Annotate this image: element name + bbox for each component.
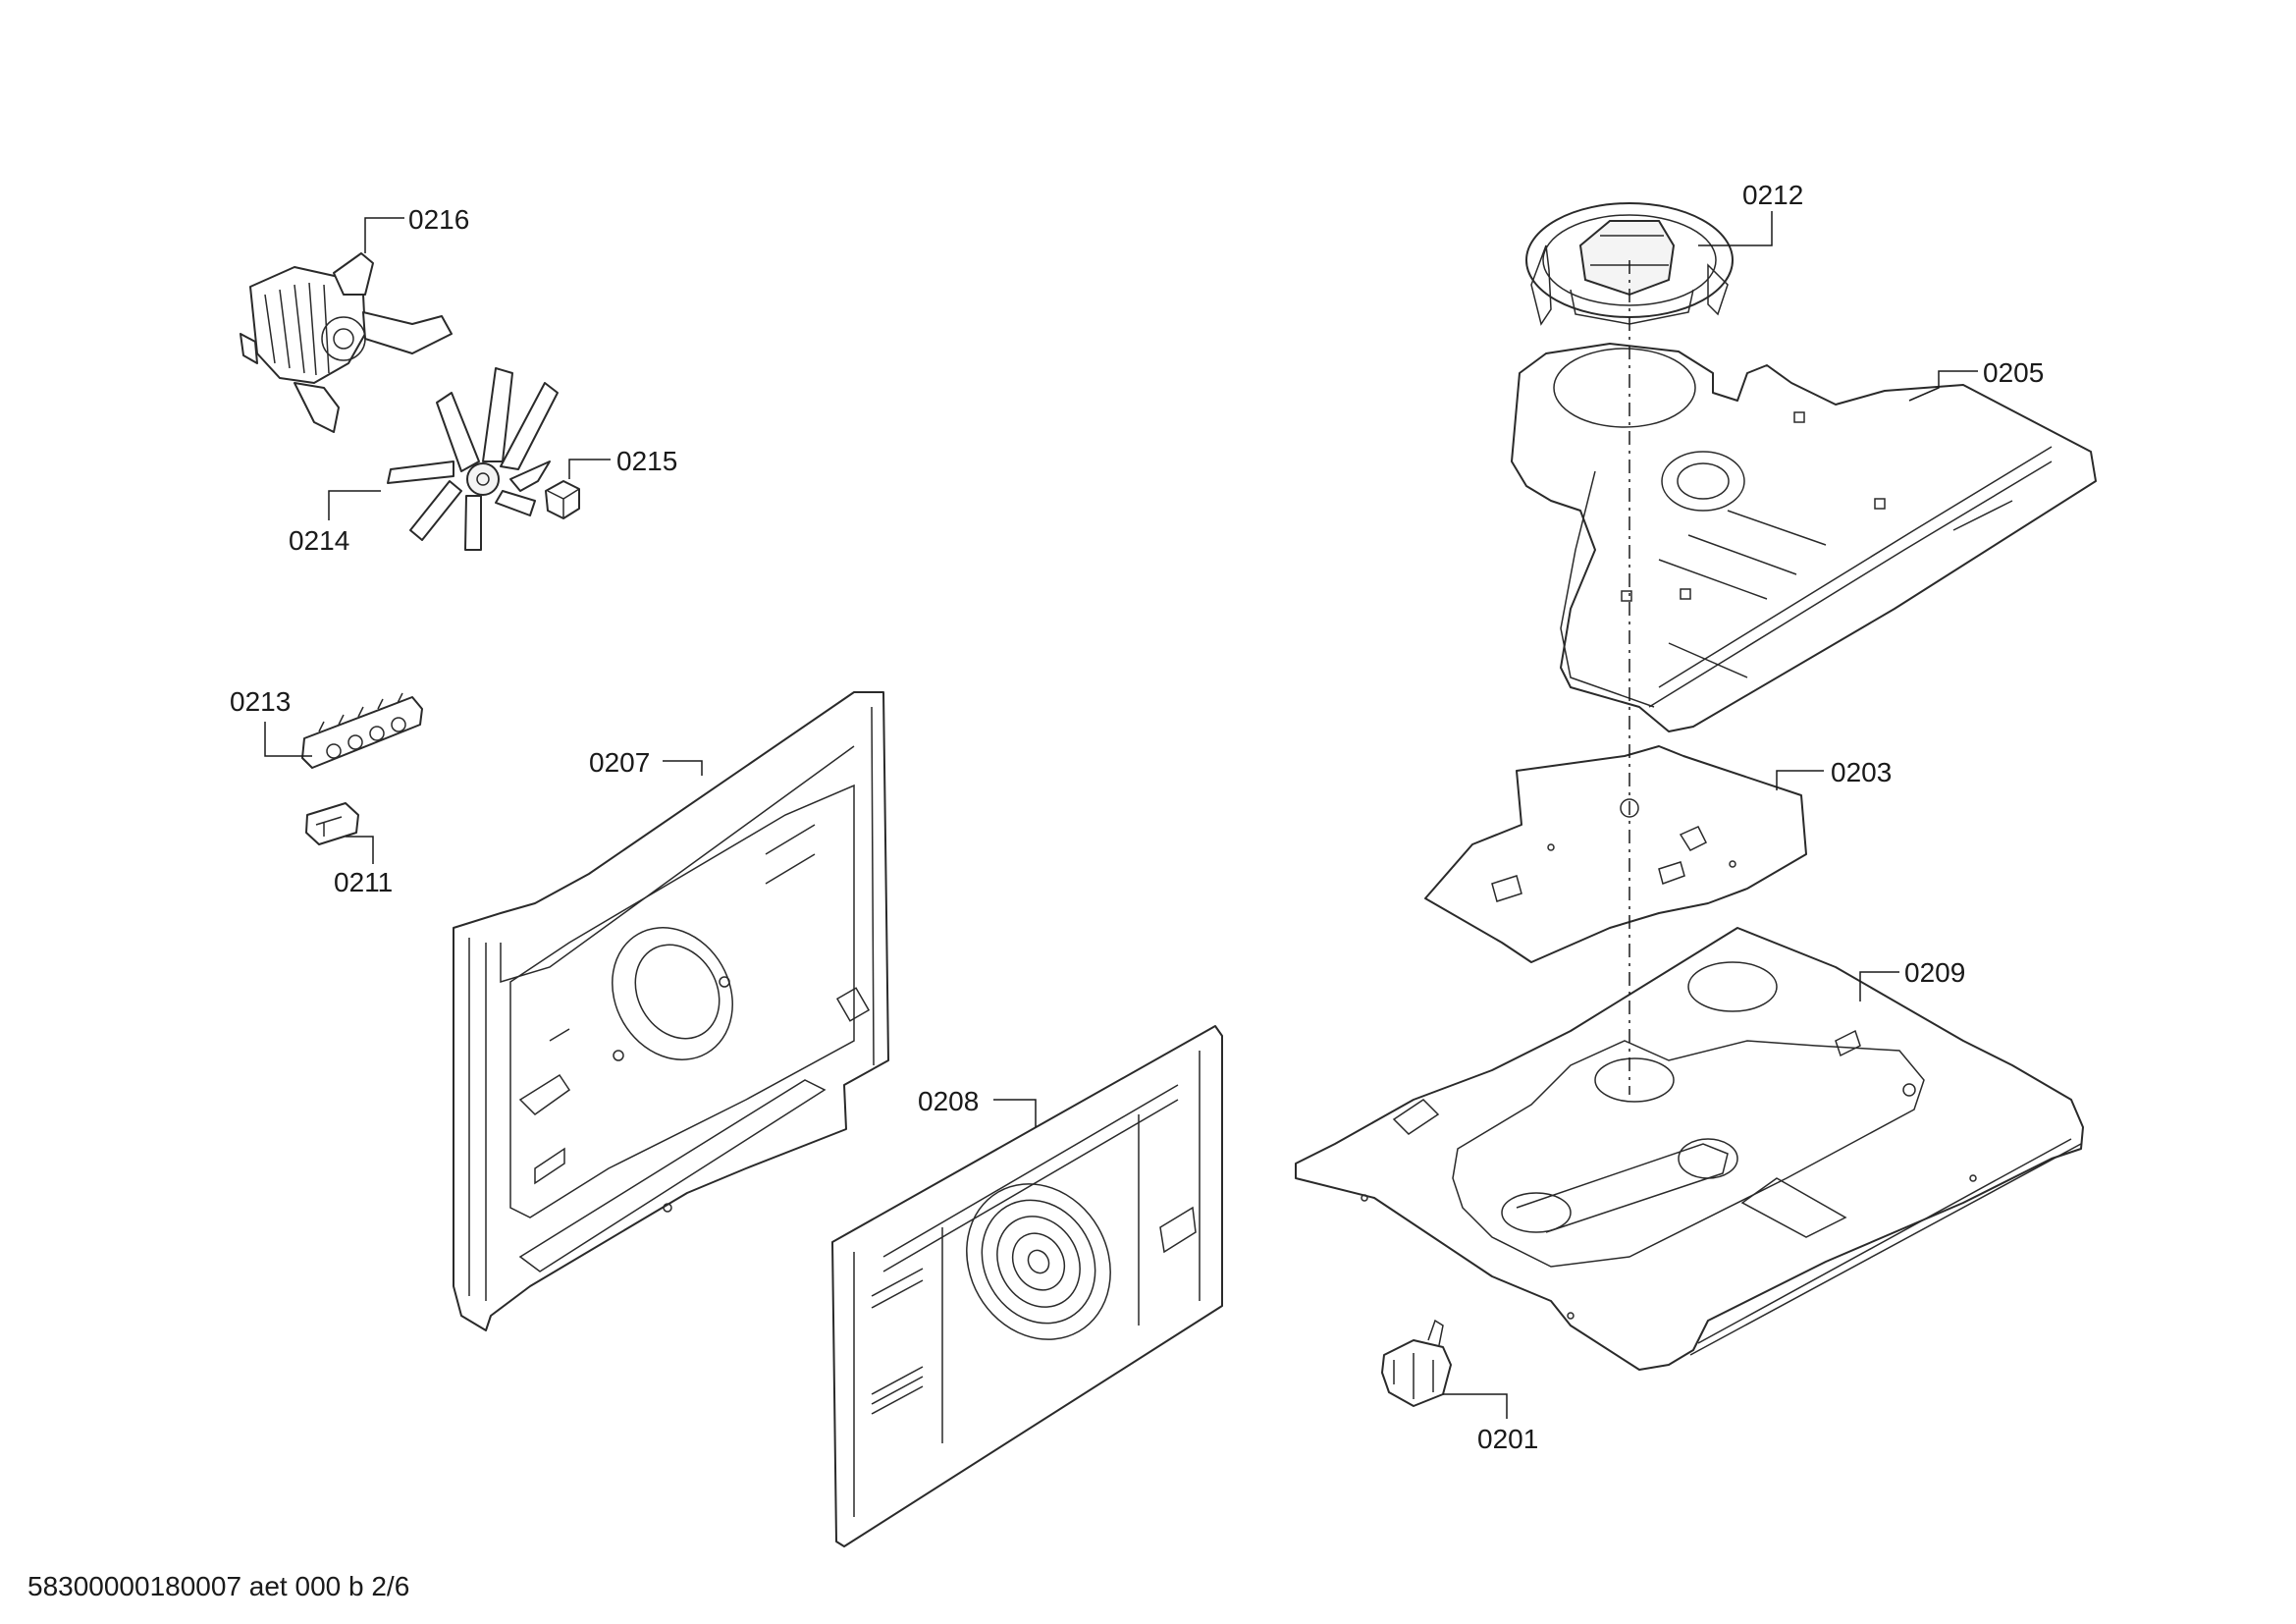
leader-0215 [568,459,611,479]
label-0201: 0201 [1477,1424,1538,1454]
part-0209-base-plate [1295,927,2084,1371]
leader-0216 [364,217,404,253]
part-0216-fan-motor [240,252,453,433]
label-0214: 0214 [289,525,349,556]
leader-0201 [1443,1393,1508,1419]
label-0203: 0203 [1831,757,1892,787]
drawing-reference-number: 58300000180007 aet 000 b 2/6 [27,1571,410,1601]
part-0205-duct-housing [1511,343,2097,732]
part-0203-insulation-plate [1424,745,1807,963]
part-0207-rear-panel [453,691,889,1331]
label-0205: 0205 [1983,357,2044,388]
leader-0205 [1908,370,1978,402]
leader-0213 [264,722,312,757]
part-0201-safety-thermostat [1381,1319,1452,1407]
leader-0209 [1859,971,1899,1001]
label-0207: 0207 [589,747,650,778]
part-0215-nut [545,480,580,519]
leader-0208 [993,1099,1037,1127]
leader-0207 [663,760,703,776]
leader-0203 [1776,770,1824,790]
leader-0214 [328,490,381,520]
part-0211-clip [305,802,359,845]
label-0208: 0208 [918,1086,979,1116]
label-0216: 0216 [408,204,469,235]
leader-0212 [1698,211,1773,246]
leader-0211 [346,836,374,864]
label-0213: 0213 [230,686,291,717]
label-0212: 0212 [1742,180,1803,210]
label-0211: 0211 [334,867,393,897]
part-0214-fan-impeller [387,367,559,551]
part-0208-fan-cover-panel [831,1025,1223,1547]
part-0213-terminal-block [301,692,423,769]
label-0209: 0209 [1904,957,1965,988]
label-0215: 0215 [616,446,677,476]
